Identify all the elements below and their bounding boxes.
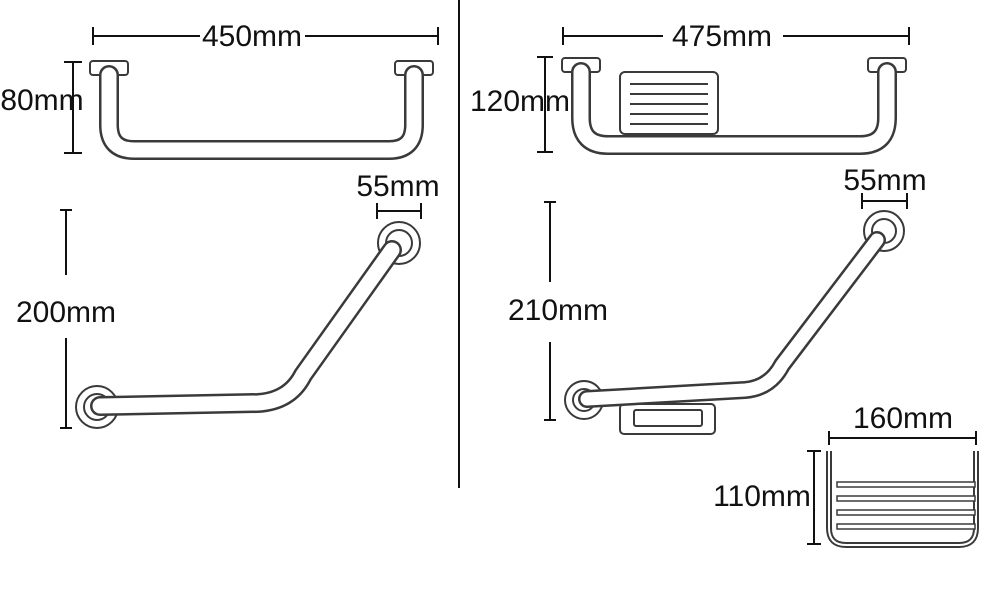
left-top-height-label: 80mm: [0, 84, 83, 117]
right-top-width-dimension: 475mm: [562, 20, 910, 53]
left-straight-grab-bar-group: 450mm 80mm: [0, 20, 439, 160]
left-top-height-dimension: 80mm: [0, 61, 84, 154]
left-angled-height-dimension: 200mm: [16, 209, 116, 429]
right-flange-dimension: 55mm: [843, 164, 927, 209]
basket-height-dimension: 110mm: [713, 450, 821, 545]
right-u-grab-bar-with-basket: [561, 57, 907, 155]
left-top-width-dimension: 450mm: [92, 20, 439, 53]
right-angled-grab-bar: [564, 210, 905, 435]
basket-detail-group: 160mm 110mm: [713, 402, 979, 548]
left-flange-dimension: 55mm: [356, 170, 440, 219]
right-straight-grab-bar-group: 475mm 120mm: [470, 20, 910, 155]
basket-height-label: 110mm: [713, 480, 811, 513]
basket-width-label: 160mm: [853, 402, 953, 435]
right-angled-height-dimension: 210mm: [508, 201, 608, 421]
right-top-height-dimension: 120mm: [470, 56, 570, 153]
left-top-width-label: 450mm: [202, 20, 302, 53]
left-angled-grab-bar-group: 55mm 200mm: [16, 170, 440, 429]
basket-width-dimension: 160mm: [828, 402, 977, 445]
left-angled-height-label: 200mm: [16, 296, 116, 329]
left-u-grab-bar: [89, 60, 434, 160]
angled-bar-soap-basket: [619, 403, 716, 435]
right-angled-grab-bar-group: 55mm 210mm: [508, 164, 927, 435]
left-flange-label: 55mm: [356, 170, 439, 203]
right-angled-height-label: 210mm: [508, 294, 608, 327]
basket-side-view: [826, 451, 979, 548]
right-flange-label: 55mm: [843, 164, 926, 197]
left-angled-grab-bar: [75, 221, 421, 429]
top-soap-basket: [619, 71, 719, 135]
right-top-width-label: 475mm: [672, 20, 772, 53]
right-top-height-label: 120mm: [470, 85, 570, 118]
